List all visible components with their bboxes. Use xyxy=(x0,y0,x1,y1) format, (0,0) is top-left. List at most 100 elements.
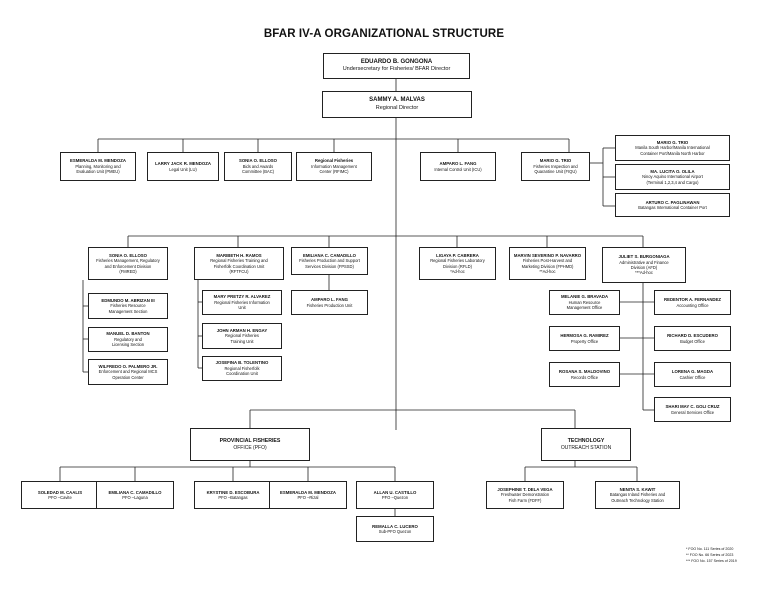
box-line: (FMRED) xyxy=(119,268,137,274)
box-name: MANUEL D. BANTON xyxy=(106,331,150,337)
box-line: Regulatory and xyxy=(114,336,142,342)
box-line: ***Ad-hoc xyxy=(635,270,653,276)
box-name: LARRY JACK R. MENDOZA xyxy=(155,161,211,167)
box-line: Division (AFD) xyxy=(630,265,658,270)
box-name: EDUARDO B. GONGONA xyxy=(360,58,433,65)
box-line: Unit xyxy=(238,305,246,311)
box-name: MARIBETH H. RAMOS xyxy=(216,252,262,258)
box-name: EMILIANA C. CAMADILLO xyxy=(302,252,357,258)
box-name: AMPARO L. FANG xyxy=(439,161,477,167)
box-name: MARY PRETZY R. ALVAREZ xyxy=(213,294,271,300)
box-name: MARIO G. TRIO xyxy=(656,139,689,145)
box-line: Human Resource xyxy=(568,299,601,305)
box-name: Regional Fisheries xyxy=(314,158,354,164)
box-line: Internal Control Unit (ICU) xyxy=(434,166,482,172)
box-line: Manila South Harbor/Manila International xyxy=(635,145,710,151)
box-line: Regional Director xyxy=(375,104,419,111)
box-line: PFO –Cavite xyxy=(48,495,72,500)
box-name: MARVIN SEVERINO P. NAVARRO xyxy=(513,252,582,258)
box-line: Planning, Monitoring and xyxy=(75,163,121,169)
box-line: Undersecretary for Fisheries/ BFAR Direc… xyxy=(342,66,451,73)
box-line: Bids and Awards xyxy=(242,163,274,169)
footnotes: * FOO No. 111 Series of 2020 ** FOO No. … xyxy=(686,546,737,565)
box-line: Regional Fisheries Training and xyxy=(210,258,268,264)
box-name: ROSANA S. MALDOVINO xyxy=(558,369,611,375)
box-line: Licensing Section xyxy=(111,342,145,348)
box-name: ALLAN U. CASTILLO xyxy=(373,489,417,495)
box-name: JOSEFINA B. TOLENTINO xyxy=(215,360,269,366)
box-line: Budget Office xyxy=(680,338,705,344)
box-line: Evaluation Unit (PMEU) xyxy=(76,169,120,175)
box-name: ARTURO C. PAGLINAWAN xyxy=(645,199,700,205)
box-line: OFFICE (PFO) xyxy=(233,444,267,451)
box-line: Administrative and Finance xyxy=(619,259,669,265)
box-name: SAMMY A. MALVAS xyxy=(369,97,425,104)
box-line: Marketing Division (FPHMD) xyxy=(521,263,574,269)
box-line: Sub-PFO Quezon xyxy=(378,529,412,534)
box-name: TECHNOLOGY xyxy=(567,437,605,444)
box-line: Center (RFIMC) xyxy=(319,169,349,175)
footnote: *** FOO No. 157 Series of 2019 xyxy=(686,559,737,564)
box-line: Fisheries Inspection and xyxy=(533,163,578,169)
box-line: Regional Fisheries Information xyxy=(214,299,270,305)
box-line: Fisherfolk Coordination Unit xyxy=(213,263,265,269)
box-line: and Enforcement Division xyxy=(104,263,152,269)
box-line: OUTREACH STATION xyxy=(560,444,612,451)
box-line: Management Office xyxy=(566,305,603,311)
box-name: ESMERALDA M. MENDOZA xyxy=(70,158,126,164)
footnote: * FOO No. 111 Series of 2020 xyxy=(686,547,734,551)
box-name: MARIO G. TRIO xyxy=(539,158,572,164)
box-line: Records Office xyxy=(571,374,598,380)
box-name: LORENA G. MAGDA xyxy=(671,369,714,375)
box-name: EDMUNDO M. ABRIZAN III xyxy=(101,297,155,303)
box-line: Operation Center xyxy=(112,374,144,380)
box-line: Enforcement and Regional MCS xyxy=(98,369,158,375)
box-name: WILFREDO O. PALMERO JR. xyxy=(98,363,158,369)
box-line: Fisheries Resource xyxy=(110,303,146,309)
box-line: Services Division (FPSSD) xyxy=(305,263,354,269)
box-name: SONIA O. ELLOSO xyxy=(108,252,148,258)
box-name: REDENTOR A. FERNANDEZ xyxy=(663,297,722,303)
box-name: JULIET S. BURGONIAGA xyxy=(618,254,670,260)
box-line: Regional Fisheries xyxy=(225,333,259,339)
box-line: General Services Office xyxy=(670,409,715,415)
box-name: PROVINCIAL FISHERIES xyxy=(219,437,281,444)
box-name: EMILIANA C. CAMADILLO xyxy=(108,489,162,495)
box-line: Legal Unit (LU) xyxy=(169,166,197,172)
box-line: Fish Farm (FDFF) xyxy=(508,497,542,503)
box-line: Outreach Technology Station xyxy=(611,497,664,503)
box-line: Batangas International Container Port xyxy=(638,205,707,210)
box-line: Freshwater Demonstration xyxy=(500,492,550,498)
box-name: MELANIE G. BRAVADA xyxy=(560,294,609,300)
box-line: Fisheries Post-Harvest and xyxy=(522,258,573,264)
box-name: NENITA S. KAWIT xyxy=(619,486,656,492)
box-name: MA. LUCITA O. OLILA xyxy=(650,168,695,174)
box-line: Division (RFLD) xyxy=(443,263,472,269)
box-name: ESMERALDA M. MENDOZA xyxy=(280,489,336,495)
box-name: RICHARD D. ESCUDERO xyxy=(667,333,718,339)
